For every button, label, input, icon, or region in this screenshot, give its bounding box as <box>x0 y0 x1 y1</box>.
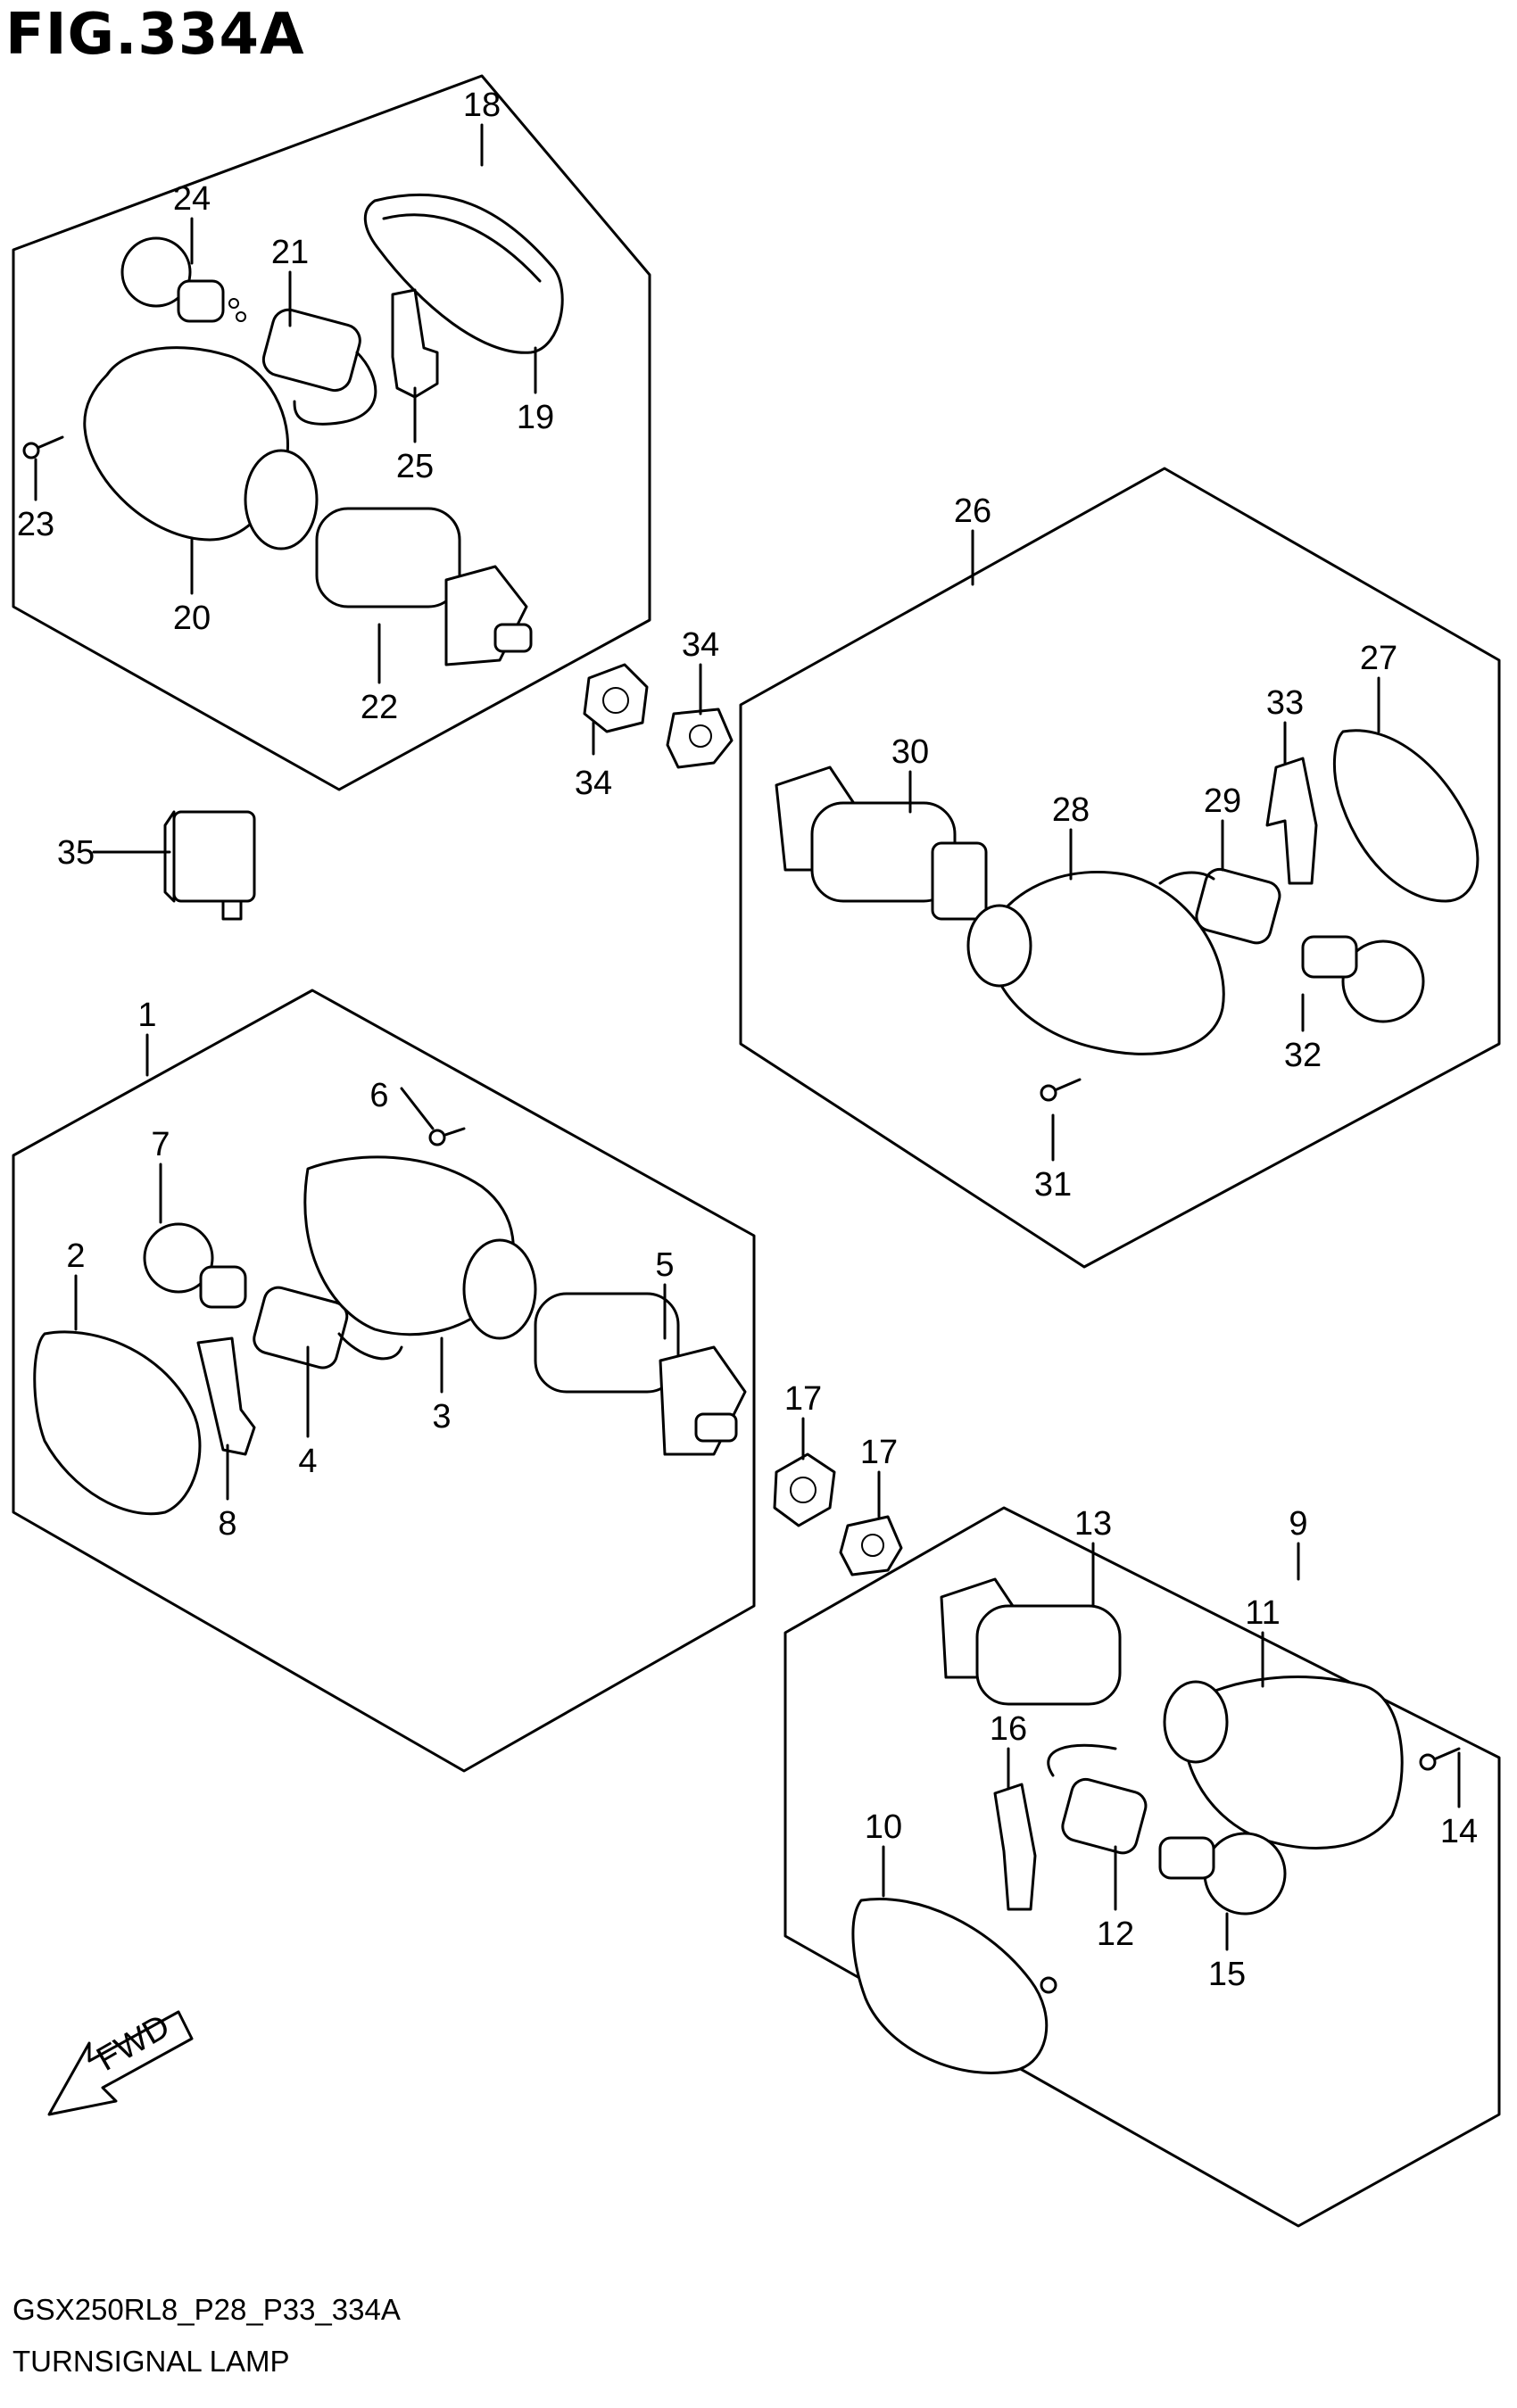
nut-17-upper <box>773 1452 836 1527</box>
screw-14 <box>1419 1747 1461 1771</box>
group-18-boundary <box>12 74 651 791</box>
bulb-15 <box>1158 1832 1287 1916</box>
nut-34-upper <box>583 663 649 733</box>
callout-20: 20 <box>173 600 211 637</box>
stem-13 <box>940 1577 1122 1706</box>
housing-20 <box>83 346 319 550</box>
socket-4 <box>253 1286 403 1369</box>
holder-16 <box>993 1783 1037 1911</box>
nut-34-lower <box>666 708 734 769</box>
socket-12 <box>1047 1743 1148 1855</box>
screw-23 <box>22 435 64 459</box>
callout-1: 1 <box>137 997 156 1034</box>
callout-28: 28 <box>1052 791 1090 829</box>
callout-21: 21 <box>271 234 309 271</box>
callout-9: 9 <box>1289 1505 1307 1543</box>
bulb-24 <box>120 236 246 323</box>
stem-22 <box>315 507 533 666</box>
callout-2: 2 <box>66 1237 85 1275</box>
leader-lines <box>34 123 1461 1951</box>
stem-30 <box>775 765 988 921</box>
diagram-code: GSX250RL8_P28_P33_334A <box>12 2293 401 2326</box>
group-26-boundary <box>739 467 1501 1269</box>
lens-19 <box>363 193 564 354</box>
callout-17-upper: 17 <box>784 1380 822 1418</box>
housing-28 <box>966 871 1225 1055</box>
group-9-boundary <box>783 1506 1501 2228</box>
callout-11: 11 <box>1245 1594 1280 1632</box>
callout-13: 13 <box>1074 1505 1112 1543</box>
callout-25: 25 <box>396 448 434 485</box>
holder-25 <box>391 288 439 399</box>
holder-33 <box>1265 757 1318 885</box>
callout-4: 4 <box>298 1443 317 1480</box>
callout-30: 30 <box>891 733 929 771</box>
callout-34-upper: 34 <box>682 626 719 664</box>
housing-3 <box>303 1155 537 1340</box>
bulb-32 <box>1301 935 1425 1023</box>
callout-12: 12 <box>1097 1916 1134 1953</box>
nut-17-lower <box>839 1515 903 1576</box>
callout-24: 24 <box>173 180 211 218</box>
housing-11 <box>1163 1676 1404 1849</box>
callout-35: 35 <box>57 834 95 872</box>
callout-10: 10 <box>865 1808 902 1846</box>
callout-14: 14 <box>1440 1813 1478 1850</box>
callout-6: 6 <box>369 1077 388 1114</box>
socket-29 <box>1158 867 1281 945</box>
holder-8 <box>196 1336 256 1456</box>
screw-31 <box>1040 1078 1082 1102</box>
diagram-name: TURNSIGNAL LAMP <box>12 2345 290 2378</box>
fwd-arrow: FWD <box>47 2007 194 2116</box>
callout-17-lower: 17 <box>860 1434 898 1471</box>
callout-29: 29 <box>1204 782 1241 820</box>
callout-16: 16 <box>990 1710 1027 1748</box>
screw-6 <box>428 1127 466 1146</box>
callout-19: 19 <box>517 399 554 436</box>
callout-31: 31 <box>1034 1166 1072 1204</box>
lens-10 <box>851 1898 1057 2074</box>
stem-5 <box>534 1292 747 1456</box>
callout-27: 27 <box>1360 640 1397 677</box>
callout-18: 18 <box>463 87 501 124</box>
callout-23: 23 <box>17 506 54 543</box>
callout-5: 5 <box>655 1246 674 1284</box>
callout-34-lower: 34 <box>575 765 612 802</box>
callout-22: 22 <box>361 689 398 726</box>
callout-15: 15 <box>1208 1956 1246 1993</box>
bulb-7 <box>143 1222 247 1309</box>
relay-35 <box>163 810 256 921</box>
callout-26: 26 <box>954 492 991 530</box>
callout-32: 32 <box>1284 1037 1322 1074</box>
callout-8: 8 <box>218 1505 236 1543</box>
lens-27 <box>1333 729 1480 903</box>
socket-21 <box>261 308 377 426</box>
group-1-boundary <box>12 989 756 1773</box>
figure-title: FIG.334A <box>5 2 305 68</box>
callout-33: 33 <box>1266 684 1304 722</box>
lens-2 <box>33 1330 202 1516</box>
callouts: 1 2 3 4 5 6 7 8 9 10 11 12 13 14 15 16 1… <box>17 87 1478 1993</box>
callout-3: 3 <box>432 1398 451 1436</box>
callout-7: 7 <box>151 1126 170 1163</box>
